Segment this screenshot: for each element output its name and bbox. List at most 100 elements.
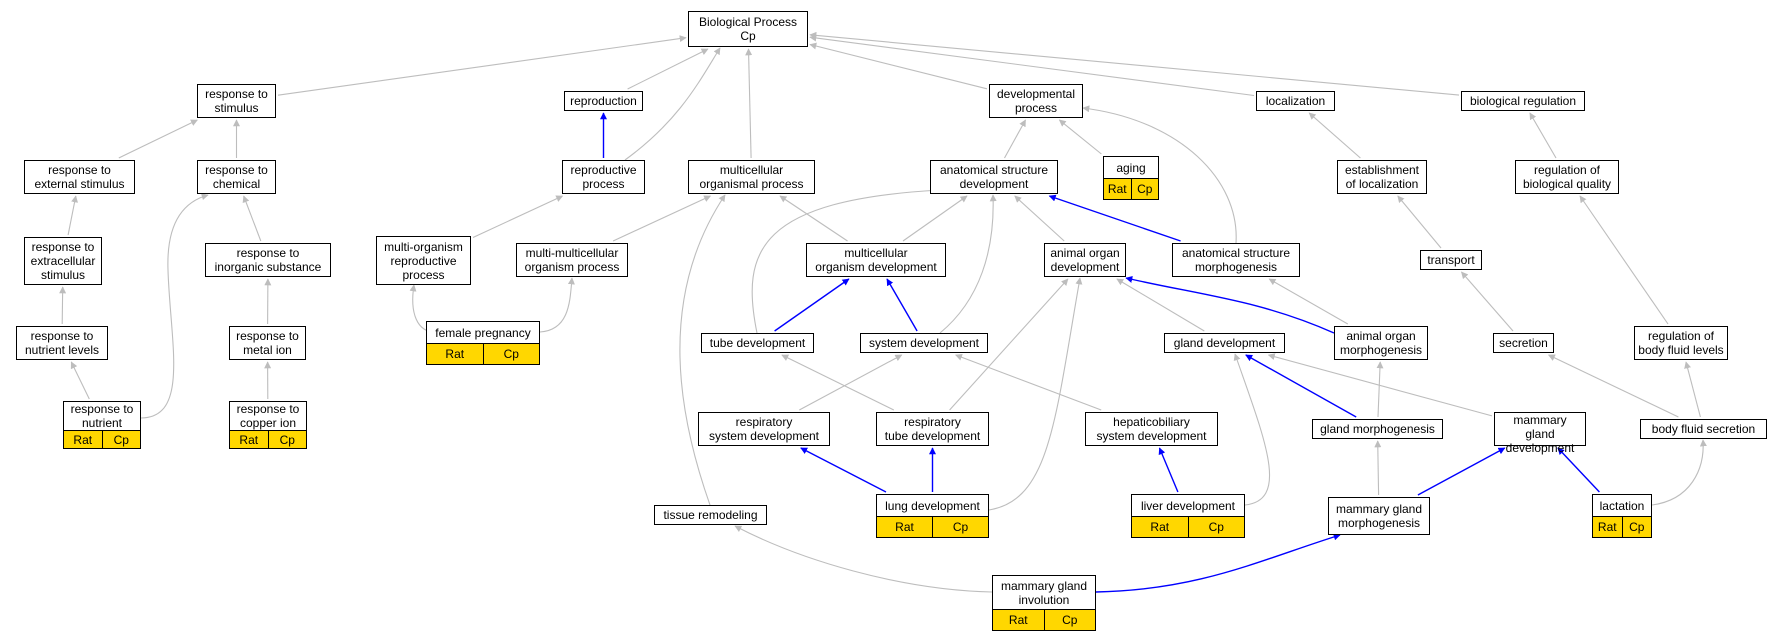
node-label: response to copper ion — [236, 402, 300, 430]
node-transport[interactable]: transport — [1420, 250, 1482, 270]
edge-response-to-inorganic-substance-to-response-to-chemical — [242, 195, 262, 242]
node-label: animal organ morphogenesis — [1339, 329, 1423, 357]
edge-gland-morphogenesis-to-gland-development — [1245, 354, 1357, 418]
node-response-to-external-stimulus[interactable]: response to external stimulus — [24, 160, 135, 194]
edge-multi-organism-reproductive-process-to-reproductive-process — [472, 195, 564, 238]
edge-respiratory-tube-development-to-animal-organ-development — [949, 278, 1069, 411]
node-multi-organism-reproductive-process[interactable]: multi-organism reproductive process — [376, 236, 471, 285]
node-multi-multicellular-organism-process[interactable]: multi-multicellular organism process — [516, 243, 628, 277]
edge-gland-morphogenesis-to-animal-organ-morphogenesis — [1376, 361, 1384, 418]
edge-animal-organ-morphogenesis-to-anatomical-structure-morphogenesis — [1268, 278, 1349, 325]
annotation-tag: Cp — [101, 431, 141, 448]
node-label: respiratory system development — [708, 415, 820, 443]
node-label: response to metal ion — [236, 329, 299, 357]
node-developmental-process[interactable]: developmental process — [989, 84, 1083, 118]
node-label: Biological Process Cp — [698, 15, 798, 43]
node-hepaticobiliary-system-development[interactable]: hepaticobiliary system development — [1085, 412, 1218, 446]
node-establishment-of-localization[interactable]: establishment of localization — [1337, 160, 1427, 194]
node-body-fluid-secretion[interactable]: body fluid secretion — [1640, 419, 1767, 439]
annotation-tag: Cp — [1130, 179, 1159, 199]
node-label: mammary gland involution — [1000, 578, 1088, 607]
node-label: secretion — [1499, 336, 1548, 350]
node-animal-organ-development[interactable]: animal organ development — [1044, 243, 1126, 277]
node-gland-development[interactable]: gland development — [1164, 333, 1285, 353]
edge-biological-regulation-to-biological-process — [809, 31, 1460, 96]
node-biological-regulation[interactable]: biological regulation — [1461, 91, 1585, 111]
node-label: response to inorganic substance — [214, 246, 322, 274]
node-response-to-nutrient-levels[interactable]: response to nutrient levels — [16, 326, 108, 360]
node-label: gland development — [1173, 336, 1276, 350]
edge-liver-development-to-gland-development — [1233, 353, 1271, 506]
node-label: lung development — [885, 498, 980, 513]
node-respiratory-tube-development[interactable]: respiratory tube development — [876, 412, 989, 446]
edge-tissue-remodeling-to-multicellular-organismal-process — [679, 194, 726, 506]
edge-regulation-of-body-fluid-levels-to-regulation-of-biological-quality — [1579, 195, 1669, 325]
node-biological-process[interactable]: Biological Process Cp — [688, 11, 808, 47]
node-label: animal organ development — [1050, 246, 1120, 274]
node-anatomical-structure-morphogenesis[interactable]: anatomical structure morphogenesis — [1172, 243, 1300, 277]
node-label: multi-multicellular organism process — [524, 246, 620, 274]
node-reproductive-process[interactable]: reproductive process — [562, 160, 645, 194]
node-gland-morphogenesis[interactable]: gland morphogenesis — [1312, 419, 1443, 439]
node-label: transport — [1427, 253, 1475, 267]
node-regulation-of-biological-quality[interactable]: regulation of biological quality — [1515, 160, 1619, 194]
node-mammary-gland-morphogenesis[interactable]: mammary gland morphogenesis — [1328, 497, 1430, 535]
edge-response-to-extracellular-stimulus-to-response-to-external-stimulus — [67, 195, 79, 236]
node-anatomical-structure-development[interactable]: anatomical structure development — [930, 160, 1058, 194]
edge-multicellular-organism-development-to-multicellular-organismal-process — [779, 195, 848, 242]
node-label: hepaticobiliary system development — [1096, 415, 1207, 443]
annotation-tag: Cp — [1187, 517, 1245, 537]
edge-mammary-gland-involution-to-tissue-remodeling — [734, 525, 993, 593]
edge-transport-to-establishment-of-localization — [1397, 195, 1442, 249]
edge-developmental-process-to-biological-process — [809, 42, 988, 90]
node-label: multi-organism reproductive process — [384, 239, 463, 282]
node-system-development[interactable]: system development — [860, 333, 988, 353]
node-label: reproductive process — [570, 163, 637, 191]
edge-localization-to-biological-process — [809, 34, 1255, 97]
node-label: reproduction — [570, 94, 637, 108]
node-label: body fluid secretion — [1651, 422, 1756, 436]
node-secretion[interactable]: secretion — [1493, 333, 1554, 353]
edge-lung-development-to-animal-organ-development — [988, 277, 1083, 511]
node-response-to-extracellular-stimulus[interactable]: response to extracellular stimulus — [24, 237, 102, 285]
node-response-to-chemical[interactable]: response to chemical — [197, 160, 276, 194]
node-respiratory-system-development[interactable]: respiratory system development — [698, 412, 830, 446]
node-tube-development[interactable]: tube development — [701, 333, 814, 353]
node-label: female pregnancy — [435, 325, 531, 340]
edge-mammary-gland-development-to-gland-development — [1267, 353, 1493, 417]
node-response-to-inorganic-substance[interactable]: response to inorganic substance — [205, 243, 331, 277]
node-regulation-of-body-fluid-levels[interactable]: regulation of body fluid levels — [1634, 326, 1728, 360]
node-multicellular-organismal-process[interactable]: multicellular organismal process — [688, 160, 815, 194]
edge-lung-development-to-respiratory-system-development — [800, 447, 887, 493]
node-mammary-gland-development[interactable]: mammary gland development — [1494, 412, 1586, 455]
node-label: response to stimulus — [205, 87, 268, 115]
edge-mammary-gland-morphogenesis-to-gland-morphogenesis — [1374, 440, 1382, 496]
node-animal-organ-morphogenesis[interactable]: animal organ morphogenesis — [1334, 326, 1428, 360]
node-response-to-metal-ion[interactable]: response to metal ion — [229, 326, 306, 360]
node-multicellular-organism-development[interactable]: multicellular organism development — [806, 243, 946, 277]
node-label: gland morphogenesis — [1320, 422, 1435, 436]
edge-response-to-stimulus-to-biological-process — [277, 35, 687, 96]
node-label: response to external stimulus — [34, 163, 125, 191]
node-response-to-stimulus[interactable]: response to stimulus — [197, 84, 276, 118]
edge-response-to-external-stimulus-to-response-to-stimulus — [118, 119, 198, 159]
node-label: multicellular organismal process — [699, 163, 804, 191]
node-label: establishment of localization — [1344, 163, 1420, 191]
node-label: system development — [868, 336, 980, 350]
node-localization[interactable]: localization — [1256, 91, 1335, 111]
node-tissue-remodeling[interactable]: tissue remodeling — [654, 505, 767, 525]
node-reproduction[interactable]: reproduction — [564, 91, 643, 111]
